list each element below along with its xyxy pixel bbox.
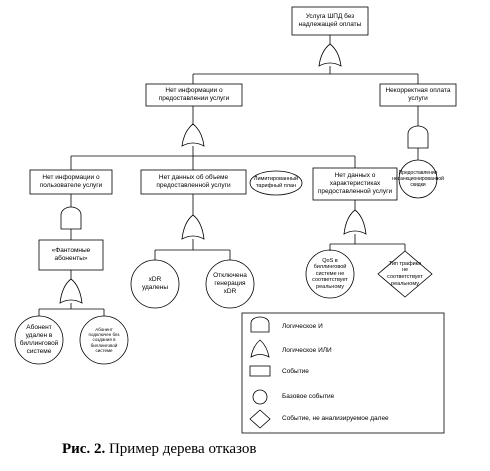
- event-box-no-info-user: [29, 169, 113, 195]
- subscriber-deleted-label: Абонент удален в биллинговой системе: [19, 323, 59, 356]
- legend-undeveloped-event-label: Событие, не анализируемое далее: [282, 415, 389, 422]
- basic-event-circle: [79, 315, 129, 365]
- legend-event-label: Событие: [282, 368, 309, 375]
- event-box-no-data-volume: [140, 169, 247, 195]
- subscriber-connected-label: Абонент подключен без создания в биллинг…: [88, 326, 120, 354]
- event-box-no-data-characteristics: [312, 167, 398, 201]
- basic-event-circle: [205, 259, 255, 309]
- event-box-top: [291, 6, 369, 36]
- qos-mismatch-label: QoS в биллинговой системе не соответству…: [312, 257, 348, 290]
- limited-tariff-label: Лимитированный тарифный план: [253, 176, 299, 189]
- undeveloped-event-diamond: [377, 250, 433, 298]
- basic-event-circle: [398, 159, 438, 199]
- legend-and-gate-label: Логическое И: [282, 323, 323, 330]
- event-box-no-info-service: [145, 83, 243, 107]
- or-gate: [318, 43, 342, 67]
- no-data-characteristics-label: Нет данных о характеристиках предоставле…: [317, 171, 393, 196]
- xdr-deleted-label: xDR удалены: [141, 275, 169, 291]
- no-data-volume-label: Нет данных об объеме предоставленной усл…: [156, 173, 231, 189]
- figure-caption: Рис. 2. Пример дерева отказов: [62, 441, 256, 458]
- basic-event-circle: [130, 259, 180, 309]
- and-gate: [60, 206, 82, 230]
- basic-event-circle: [14, 315, 64, 365]
- no-info-user-label: Нет информации о пользователе услуги: [39, 173, 103, 189]
- figure-caption-prefix: Рис. 2.: [62, 441, 106, 457]
- legend-or-gate-label: Логическое ИЛИ: [282, 347, 332, 354]
- traffic-type-mismatch-label: Тип трафика не соответствует реальному: [387, 260, 423, 287]
- legend-or-gate-icon: [250, 339, 270, 358]
- or-gate: [181, 123, 205, 147]
- legend-frame: [241, 312, 445, 434]
- legend-and-gate-icon: [250, 316, 270, 333]
- or-gate: [181, 214, 205, 240]
- undeveloped-event-ellipse: [249, 170, 303, 196]
- top-event-label: Услуга ШПД без надлежащей оплаты: [298, 12, 362, 28]
- unsanctioned-discount-label: Предоставление несанкционированной скидк…: [392, 170, 444, 188]
- and-gate: [407, 125, 429, 149]
- event-box-phantom-subscribers: [38, 239, 104, 271]
- xdr-generation-off-label: Отключена генерация xDR: [213, 271, 247, 296]
- incorrect-payment-label: Некорректная оплата услуги: [385, 86, 451, 102]
- legend-undeveloped-diamond-icon: [249, 409, 271, 429]
- phantom-subscribers-label: «Фантомные абоненты»: [51, 246, 91, 262]
- legend-event-icon: [249, 365, 271, 377]
- figure-caption-text: Пример дерева отказов: [105, 441, 257, 457]
- legend-basic-event-label: Базовое событие: [282, 393, 335, 400]
- legend-basic-event-icon: [252, 389, 268, 405]
- no-info-service-label: Нет информации о предоставлении услуги: [158, 86, 230, 102]
- basic-event-circle: [305, 249, 355, 299]
- or-gate: [343, 209, 367, 235]
- or-gate: [59, 278, 83, 304]
- event-box-incorrect-payment: [379, 83, 457, 107]
